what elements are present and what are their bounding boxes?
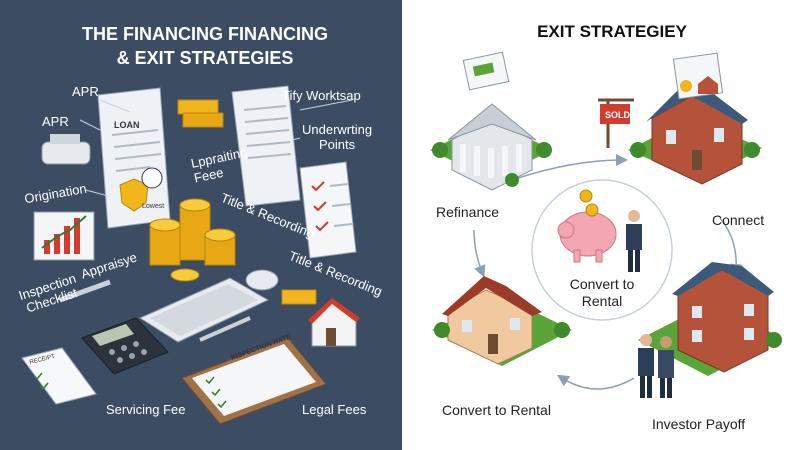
printer-icon — [41, 134, 91, 165]
exit-strategy-panel: EXIT STRATEGIEY — [402, 0, 800, 450]
financing-title-line1: THE FINANCING FINANCING — [82, 24, 328, 44]
sold-sign-icon: SOLD — [598, 98, 634, 148]
brick-house-icon — [628, 52, 762, 185]
loan-doc-text: LOAN — [114, 120, 140, 130]
businessman-icon — [626, 210, 642, 272]
worksheet-document-icon — [231, 85, 301, 207]
financing-panel: THE FINANCING FINANCING & EXIT STRATEGIE… — [0, 0, 402, 450]
label-refinance: Refinance — [436, 204, 500, 220]
label-apr-1: APR — [72, 84, 99, 99]
label-underwriting-line1: Underwrting — [302, 122, 373, 137]
loan-document-icon: LOAN Lowest — [97, 87, 171, 229]
label-legal-fees: Legal Fees — [302, 402, 367, 417]
arrow-left — [473, 229, 486, 278]
arrow-top — [511, 154, 628, 181]
label-apr-2: APR — [42, 114, 69, 129]
center-circle — [531, 179, 673, 321]
gold-bars-icon — [177, 99, 224, 128]
coin-stacks-icon — [149, 198, 236, 282]
label-convert-center: Convert to Rental — [562, 276, 642, 310]
label-underwriting-line2: Points — [318, 137, 356, 152]
exit-strategy-illustration: SOLD — [430, 51, 782, 398]
handshake-people-icon — [638, 334, 674, 398]
cottage-house-icon — [432, 276, 572, 366]
label-convert-to-rental: Convert to Rental — [442, 402, 551, 418]
label-convert-center-line2: Rental — [581, 293, 623, 309]
leader-lines — [79, 99, 353, 197]
checklist-document-icon — [299, 161, 357, 259]
label-tify-worktsap: Tify Worktsap — [282, 88, 361, 103]
exit-strategy-title: EXIT STRATEGIEY — [537, 22, 687, 41]
receipt-icon: RECEIPT — [21, 347, 97, 405]
pen-icon — [59, 279, 111, 303]
label-investor-payoff: Investor Payoff — [652, 416, 746, 432]
gold-bar-icon — [281, 289, 317, 305]
financing-title: THE FINANCING FINANCING & EXIT STRATEGIE… — [60, 22, 350, 70]
arrow-right — [719, 217, 743, 276]
arrow-bottom — [556, 374, 635, 390]
calculator-icon — [81, 317, 169, 375]
sold-sign-text: SOLD — [605, 110, 631, 120]
label-connect: Connect — [712, 212, 765, 228]
financing-illustration: LOAN Lowest — [21, 85, 360, 425]
label-servicing-fee: Servicing Fee — [106, 402, 186, 417]
cycle-arrows — [473, 154, 743, 390]
pencil-icon — [199, 316, 251, 342]
growth-chart-icon — [33, 211, 95, 261]
bank-icon — [430, 51, 552, 191]
financing-title-line2: & EXIT STRATEGIES — [116, 48, 294, 68]
house-icon — [308, 298, 360, 347]
mouse-icon — [245, 269, 279, 291]
keyboard-icon — [138, 277, 270, 343]
label-underwriting-points: Underwrting Points — [302, 122, 372, 152]
label-convert-center-line1: Convert to — [569, 276, 635, 292]
piggy-bank-icon — [557, 189, 617, 263]
two-story-house-icon — [638, 262, 782, 376]
badge-text: Lowest — [142, 203, 164, 210]
